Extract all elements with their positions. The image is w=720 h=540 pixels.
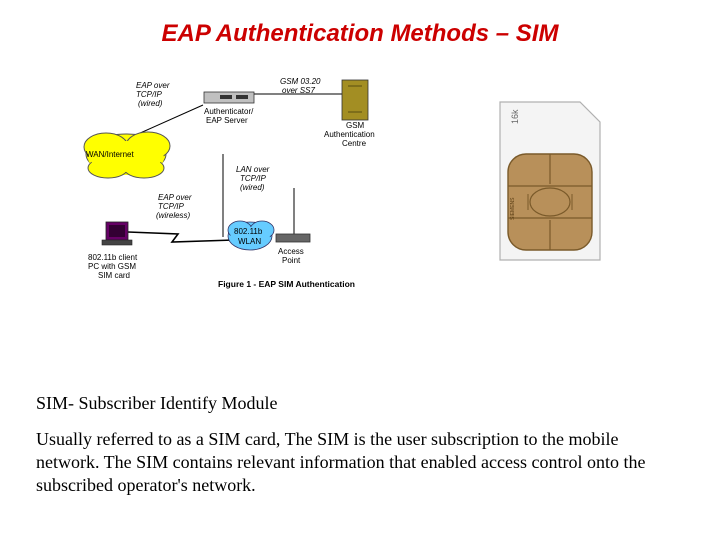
authenticator-label: Authenticator/ EAP Server (204, 107, 256, 125)
gsm-link-label: GSM 03.20 over SS7 (280, 77, 323, 95)
access-point-label: Access Point (278, 247, 306, 265)
gsm-auc-label: GSM Authentication Centre (324, 121, 377, 148)
client-pc-icon (101, 221, 133, 246)
eap-wireless-label: EAP over TCP/IP (wireless) (156, 193, 194, 220)
wlan-cloud (227, 220, 275, 251)
sim-definition: SIM- Subscriber Identify Module (36, 393, 278, 413)
wireless-link-icon (127, 231, 235, 243)
wlan-label: 802.11b WLAN (234, 227, 265, 246)
sim-capacity-label: 16k (510, 109, 520, 124)
sim-card-image: 16k SIEMENS (499, 101, 601, 261)
wan-cloud (83, 131, 171, 179)
eap-wired-label: EAP over TCP/IP (wired) (136, 81, 172, 108)
sim-description: Usually referred to as a SIM card, The S… (36, 429, 646, 495)
sim-chip-icon (507, 153, 593, 251)
link-wan-authenticator (137, 104, 204, 135)
slide-title: EAP Authentication Methods – SIM (161, 20, 559, 47)
diagram-caption: Figure 1 - EAP SIM Authentication (218, 279, 355, 289)
access-point-icon (275, 233, 311, 243)
lan-label: LAN over TCP/IP (wired) (236, 165, 272, 192)
gsm-auc-icon (341, 79, 369, 121)
sim-chip-mark: SIEMENS (510, 197, 516, 220)
wan-label: WAN/Internet (86, 150, 134, 159)
authenticator-server-icon (203, 91, 255, 104)
client-pc-label: 802.11b client PC with GSM SIM card (88, 253, 139, 280)
eap-sim-diagram: WAN/Internet Authenticator/ EAP Server E… (83, 77, 377, 289)
